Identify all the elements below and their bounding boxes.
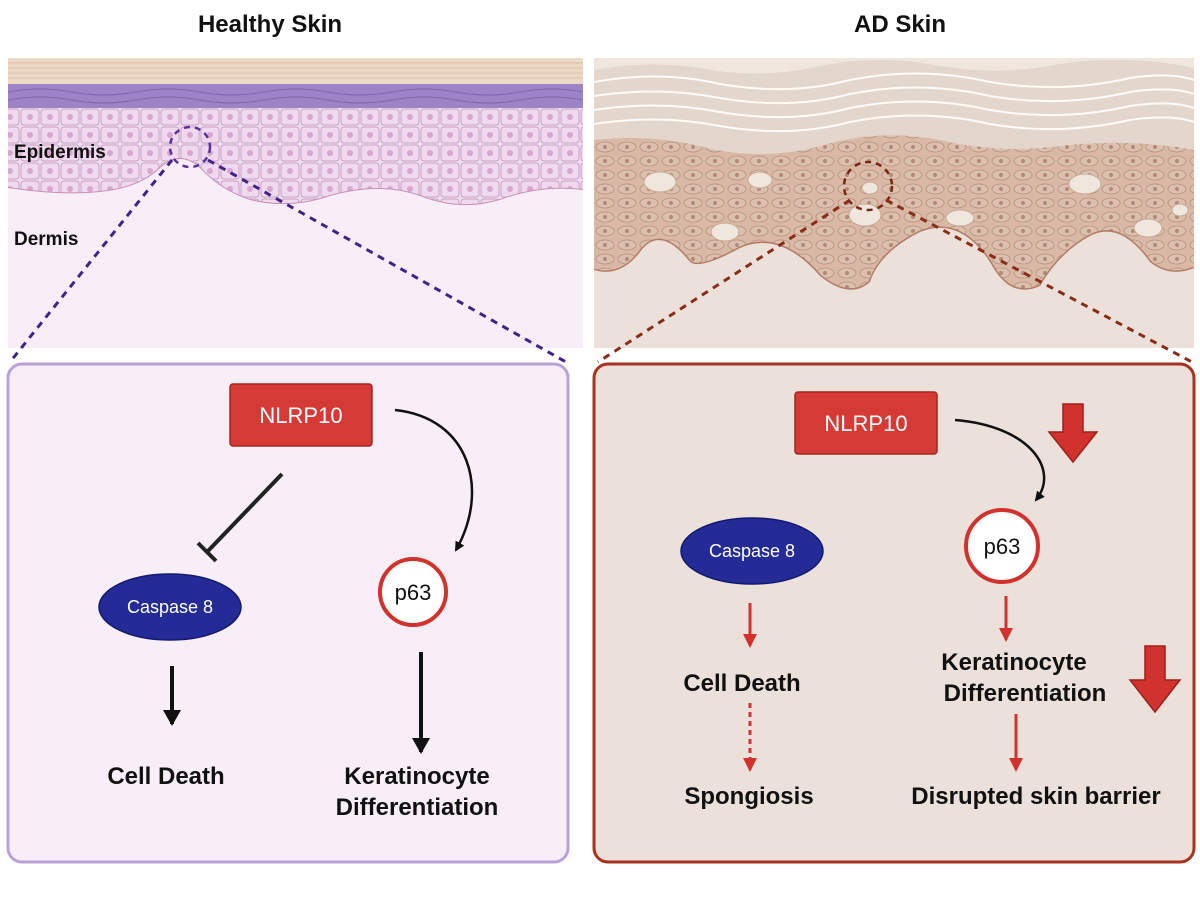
nlrp10-node — [229, 383, 373, 447]
p63-label: p63 — [395, 580, 432, 605]
healthy-skin-title: Healthy Skin — [198, 11, 342, 38]
dermis-label: Dermis — [14, 229, 78, 250]
cell-death-label: Cell Death — [107, 763, 224, 790]
ad-p63-node — [964, 508, 1040, 584]
nlrp10-label: NLRP10 — [259, 403, 342, 428]
healthy-zoom-circle — [168, 125, 212, 169]
ad-cell-death-label: Cell Death — [683, 670, 800, 697]
p63-node — [378, 557, 448, 627]
activation-edge-p63 — [394, 408, 474, 552]
epidermis-label: Epidermis — [14, 142, 106, 163]
ad-caspase8-label: Caspase 8 — [709, 541, 795, 561]
ad-pathway-panel: NLRP10 Caspase 8 p63 Cell Death Spongios… — [592, 362, 1196, 864]
caspase8-label: Caspase 8 — [127, 597, 213, 617]
caspase8-node — [98, 573, 242, 641]
ad-p63-label: p63 — [984, 534, 1021, 559]
healthy-pathway-panel: NLRP10 Caspase 8 p63 Cell Death Keratino… — [6, 362, 570, 864]
ad-differentiation-label: Differentiation — [944, 680, 1107, 707]
keratinocyte-label: Keratinocyte — [344, 763, 489, 790]
ad-activation-edge-p63 — [954, 418, 1046, 502]
ad-keratinocyte-label: Keratinocyte — [941, 649, 1086, 676]
ad-zoom-line-right — [885, 198, 1193, 364]
ad-nlrp10-node — [794, 391, 938, 455]
spongiosis-label: Spongiosis — [684, 783, 813, 810]
ad-nlrp10-label: NLRP10 — [824, 411, 907, 436]
healthy-zoom-line-left — [8, 159, 174, 363]
inhibition-edge — [205, 472, 284, 554]
ad-caspase8-node — [680, 517, 824, 585]
ad-zoom-circle — [842, 160, 894, 212]
differentiation-decrease-arrow-icon — [1128, 645, 1182, 714]
ad-zoom-line-left — [597, 198, 851, 364]
ad-skin-illustration — [593, 58, 1195, 348]
nlrp10-decrease-arrow-icon — [1047, 403, 1099, 464]
ad-skin-title: AD Skin — [854, 11, 946, 38]
inhibition-bar — [196, 541, 218, 563]
healthy-zoom-line-right — [207, 158, 567, 364]
healthy-skin-illustration: Epidermis Dermis — [7, 58, 584, 348]
disrupted-barrier-label: Disrupted skin barrier — [911, 783, 1160, 810]
differentiation-label: Differentiation — [336, 794, 499, 821]
